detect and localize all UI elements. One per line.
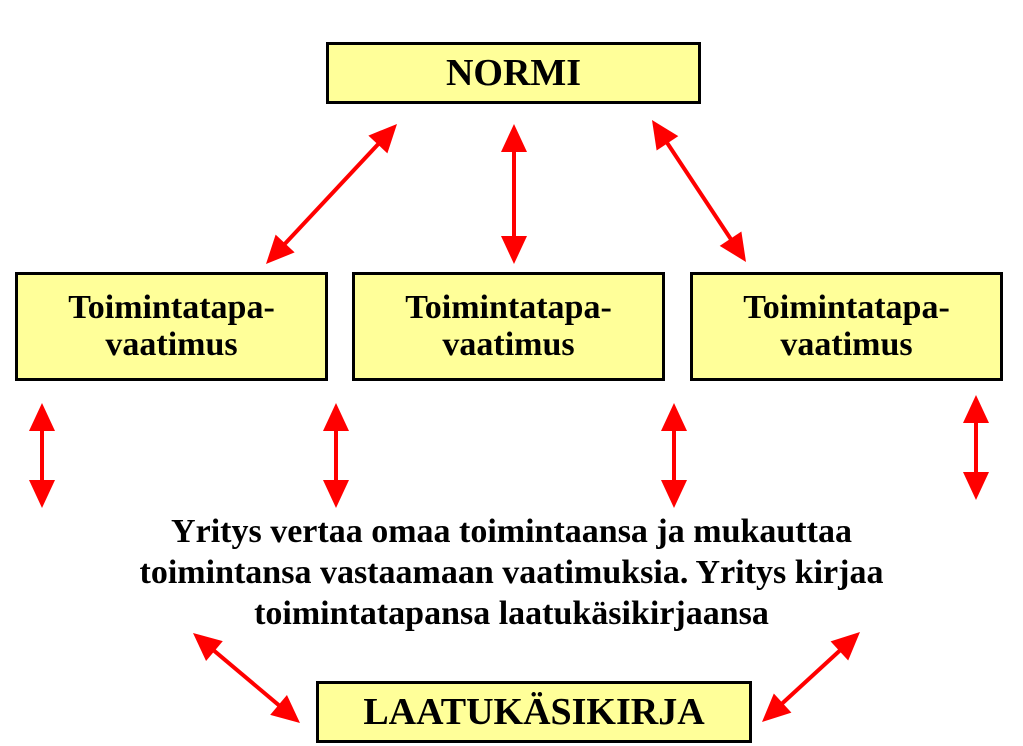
requirement-box-1: Toimintatapa- vaatimus bbox=[15, 272, 328, 381]
requirement-label-2-line-1: Toimintatapa- bbox=[405, 288, 612, 326]
arrow-norm-to-requirement-2 bbox=[501, 124, 527, 264]
arrow-head bbox=[270, 695, 300, 723]
arrow-head bbox=[323, 480, 349, 508]
arrow-requirement-1-left-down bbox=[29, 403, 55, 508]
arrow-head bbox=[501, 236, 527, 264]
arrow-head bbox=[661, 403, 687, 431]
requirement-box-3: Toimintatapa- vaatimus bbox=[690, 272, 1003, 381]
arrow-head bbox=[830, 632, 860, 661]
arrow-head bbox=[193, 633, 223, 661]
arrow-shaft bbox=[663, 138, 735, 244]
arrow-head bbox=[963, 395, 989, 423]
requirement-label-3-line-2: vaatimus bbox=[780, 325, 913, 363]
arrow-head bbox=[29, 480, 55, 508]
arrow-norm-to-requirement-3 bbox=[652, 120, 746, 262]
requirement-label-2-line-2: vaatimus bbox=[442, 325, 575, 363]
requirement-label-3-line-1: Toimintatapa- bbox=[743, 288, 950, 326]
norm-label: NORMI bbox=[445, 52, 582, 94]
arrow-description-to-manual-right bbox=[762, 632, 860, 722]
norm-box: NORMI bbox=[326, 42, 701, 104]
arrow-head bbox=[501, 124, 527, 152]
arrow-head bbox=[368, 124, 397, 154]
arrow-head bbox=[963, 472, 989, 500]
arrow-shaft bbox=[280, 140, 383, 248]
requirement-box-2: Toimintatapa- vaatimus bbox=[352, 272, 665, 381]
arrow-head bbox=[266, 234, 295, 264]
requirement-label-1-line-1: Toimintatapa- bbox=[68, 288, 275, 326]
arrow-head bbox=[652, 120, 679, 151]
description-text: Yritys vertaa omaa toimintaansa ja mukau… bbox=[60, 512, 963, 634]
description-line-1: Yritys vertaa omaa toimintaansa ja mukau… bbox=[171, 513, 852, 550]
arrow-head bbox=[29, 403, 55, 431]
arrow-requirement-3-right-down bbox=[963, 395, 989, 500]
arrow-head bbox=[661, 480, 687, 508]
arrow-shaft bbox=[778, 646, 844, 708]
arrow-requirement-1-right-down bbox=[323, 403, 349, 508]
arrow-head bbox=[719, 231, 746, 262]
quality-manual-box: LAATUKÄSIKIRJA bbox=[316, 681, 752, 743]
arrow-description-to-manual-left bbox=[193, 633, 300, 723]
requirement-label-1-line-2: vaatimus bbox=[105, 325, 238, 363]
arrow-requirement-3-left-down bbox=[661, 403, 687, 508]
description-line-3: toimintatapansa laatukäsikirjaansa bbox=[254, 594, 769, 632]
arrow-norm-to-requirement-1 bbox=[266, 124, 397, 264]
description-line-2: toimintansa vastaamaan vaatimuksia. Yrit… bbox=[139, 553, 884, 591]
arrow-head bbox=[762, 693, 792, 722]
quality-manual-label: LAATUKÄSIKIRJA bbox=[363, 691, 705, 733]
arrow-shaft bbox=[210, 646, 283, 710]
arrow-head bbox=[323, 403, 349, 431]
